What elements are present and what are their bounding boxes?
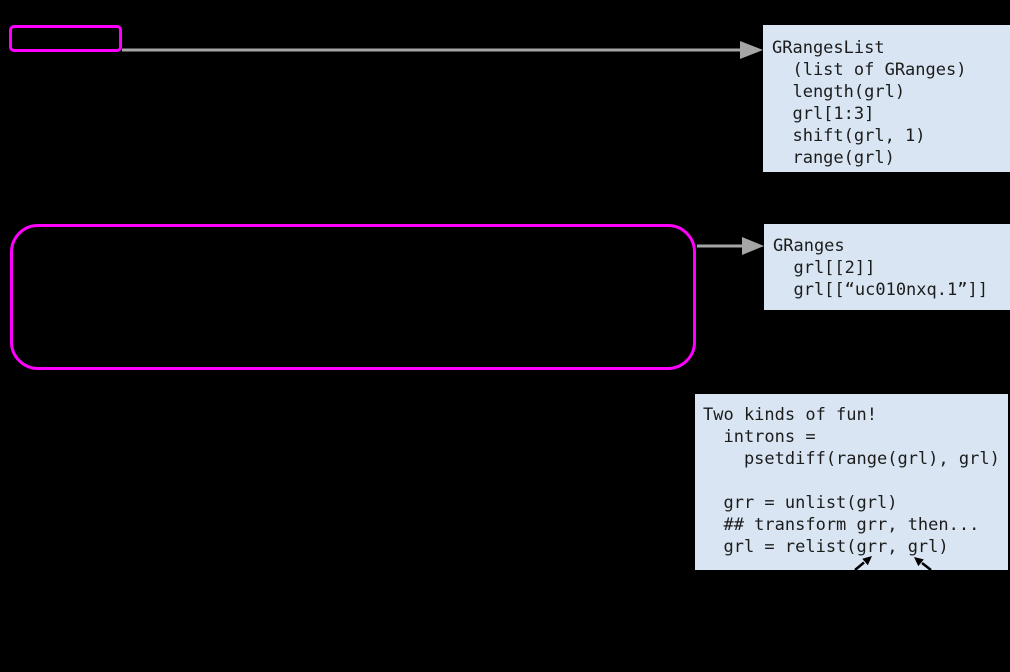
- code-line: shift(grl, 1): [772, 126, 926, 146]
- code-line: [703, 470, 1008, 492]
- magenta-highlight-box-small: [9, 25, 122, 52]
- grangeslist-code-box: GRangesList (list of GRanges) length(grl…: [763, 25, 1010, 172]
- code-line: introns =: [703, 427, 816, 447]
- arrow-to-grangeslist-icon: [122, 41, 763, 59]
- magenta-highlight-box-large: [10, 224, 696, 370]
- code-line: psetdiff(range(grl), grl): [703, 449, 1000, 469]
- code-line: grl = relist(grr, grl): [703, 537, 949, 557]
- code-line: grl[[2]]: [773, 258, 876, 278]
- code-line: length(grl): [772, 82, 906, 102]
- fun-code-box: Two kinds of fun! introns = psetdiff(ran…: [695, 394, 1008, 570]
- code-line: grl[[“uc010nxq.1”]]: [773, 280, 988, 300]
- code-line: Two kinds of fun!: [703, 405, 877, 425]
- code-line: GRangesList: [772, 38, 885, 58]
- code-line: grl[1:3]: [772, 104, 875, 124]
- arrow-to-granges-icon: [697, 237, 764, 255]
- code-line: grr = unlist(grl): [703, 493, 898, 513]
- code-line: range(grl): [772, 148, 895, 168]
- code-line: (list of GRanges): [772, 60, 967, 80]
- code-line: GRanges: [773, 236, 845, 256]
- granges-code-box: GRanges grl[[2]] grl[[“uc010nxq.1”]]: [764, 224, 1010, 310]
- code-line: ## transform grr, then...: [703, 515, 980, 535]
